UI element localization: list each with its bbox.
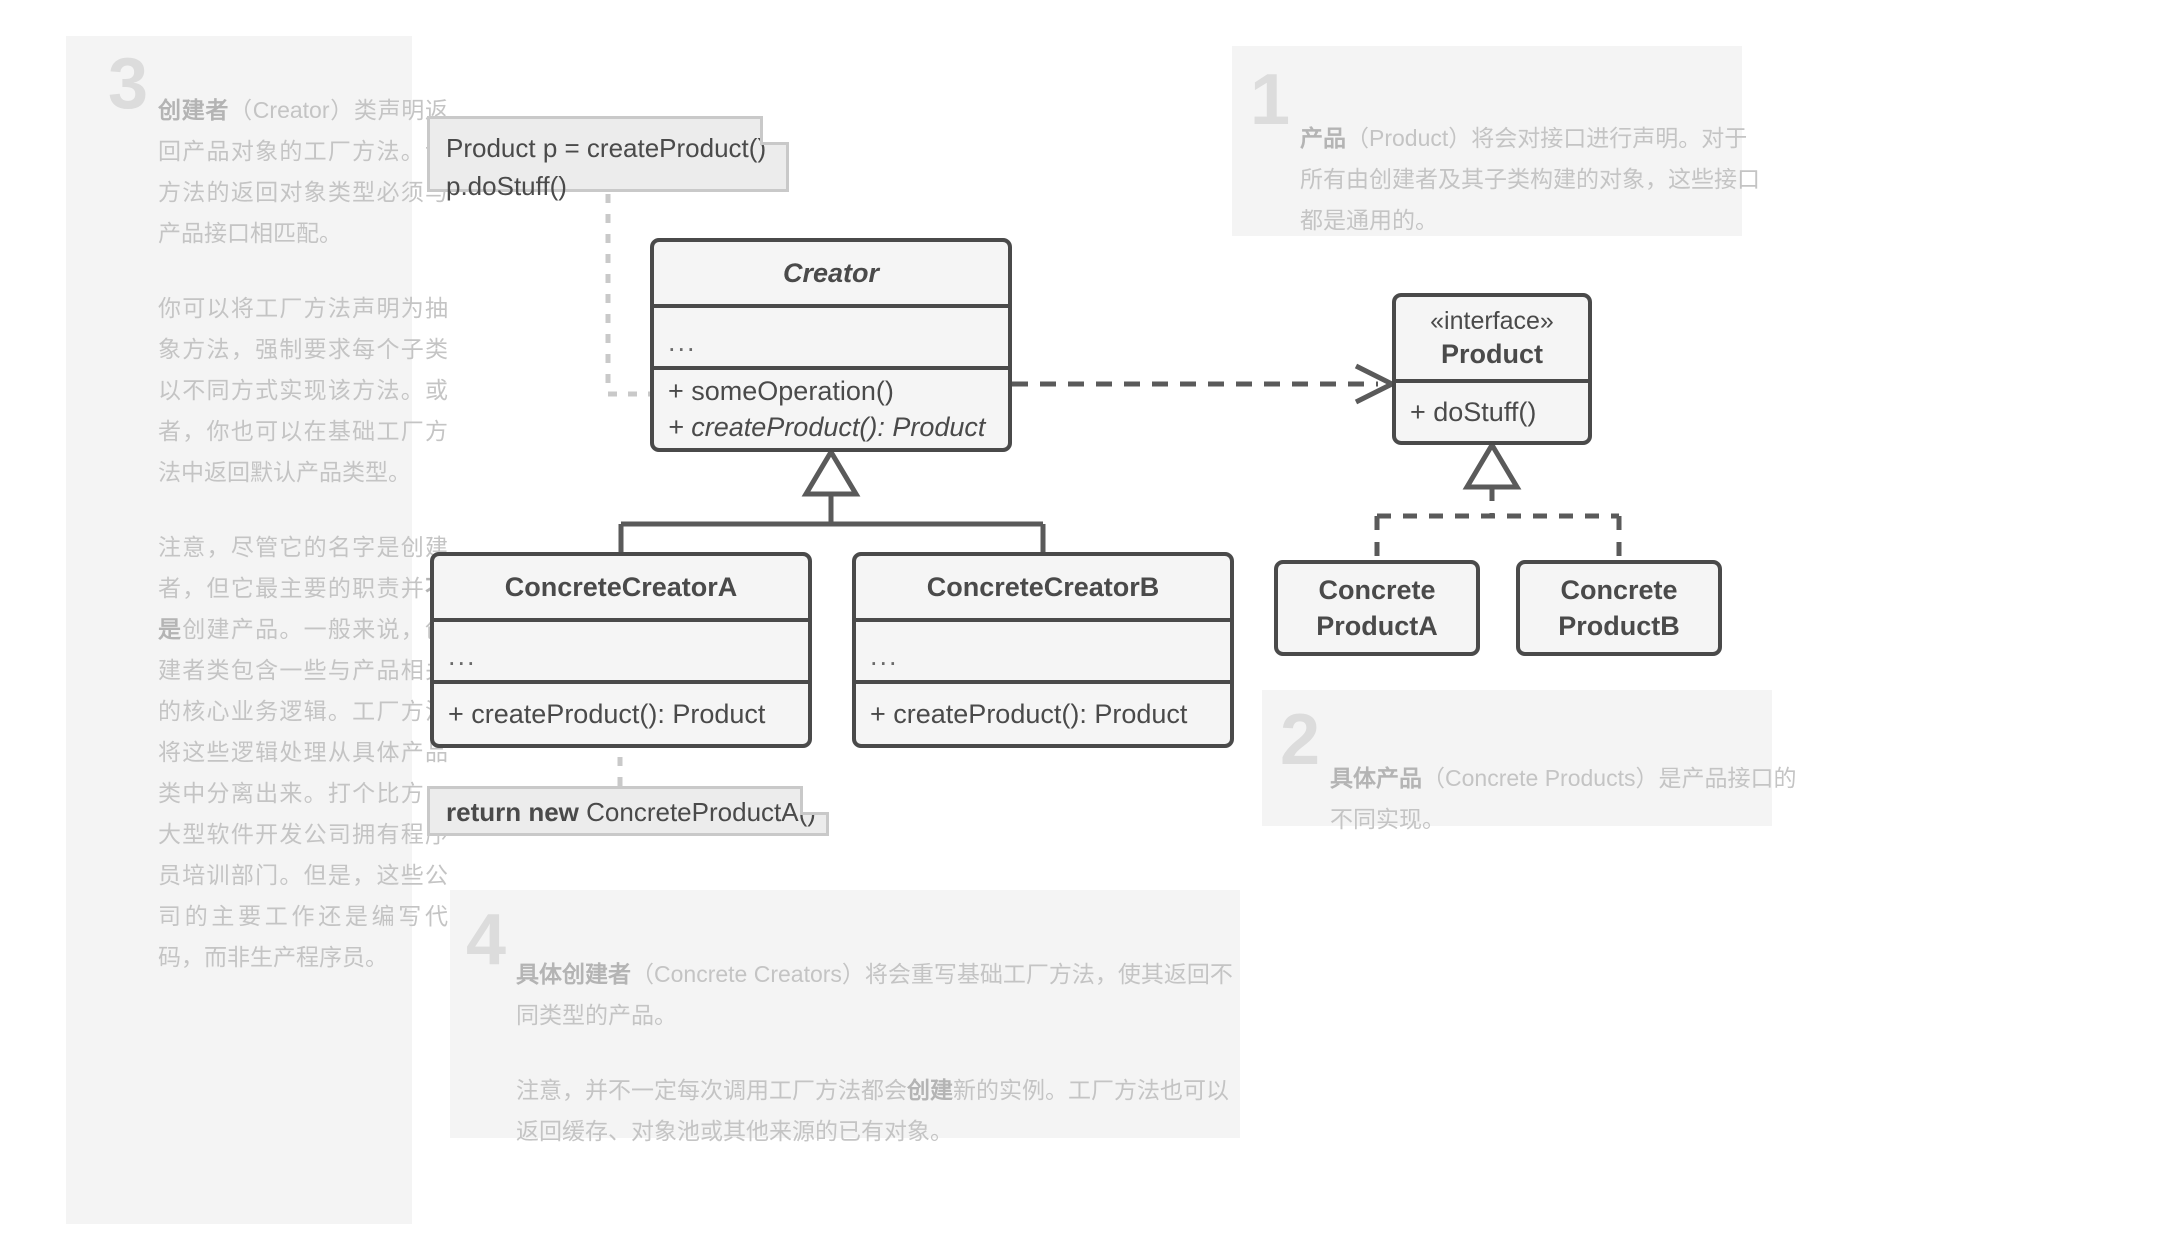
class-concrete-creator-b-title: ConcreteCreatorB bbox=[926, 571, 1160, 602]
annotation-inline-bold: 创建 bbox=[907, 1077, 953, 1103]
dependency-arrowhead bbox=[1354, 363, 1398, 405]
annotation-text-3: 创建者（Creator）类声明返回产品对象的工厂方法。该方法的返回对象类型必须与… bbox=[158, 90, 448, 978]
annotation-paragraph: 注意，尽管它的名字是创建者，但它最主要的职责并不是创建产品。一般来说，创建者类包… bbox=[158, 527, 448, 978]
class-concrete-product-b-line-2: ProductB bbox=[1558, 611, 1680, 641]
annotation-body: 注意，尽管它的名字是创建者，但它最主要的职责并不是创建产品。一般来说，创建者类包… bbox=[158, 534, 449, 970]
class-creator-method-1: + createProduct(): Product bbox=[668, 412, 986, 442]
note-return-new-product: return new ConcreteProductA() bbox=[427, 786, 829, 836]
class-concrete-product-a-title: Concrete ProductA bbox=[1278, 564, 1476, 652]
class-product-methods: + doStuff() bbox=[1396, 379, 1588, 441]
class-concrete-product-a-line-2: ProductA bbox=[1316, 611, 1438, 641]
class-creator-attributes: ... bbox=[654, 304, 1008, 366]
annotation-body: （Concrete Creators）将会重写基础工厂方法，使其返回不同类型的产… bbox=[516, 961, 1233, 1028]
class-concrete-product-a[interactable]: Concrete ProductA bbox=[1274, 560, 1480, 656]
class-creator-title: Creator bbox=[782, 257, 880, 288]
class-product-method-0: + doStuff() bbox=[1410, 397, 1537, 427]
annotation-body: 注意，并不一定每次调用工厂方法都会创建新的实例。工厂方法也可以返回缓存、对象池或… bbox=[516, 1077, 1229, 1144]
generalization-line-creator bbox=[618, 494, 1046, 552]
annotation-product: 1 产品（Product）将会对接口进行声明。对于所有由创建者及其子类构建的对象… bbox=[1232, 46, 1760, 236]
class-creator[interactable]: Creator ... + someOperation() + createPr… bbox=[650, 238, 1012, 452]
annotation-number-3: 3 bbox=[108, 44, 148, 124]
annotation-number-4: 4 bbox=[466, 900, 506, 980]
annotation-text-1: 产品（Product）将会对接口进行声明。对于所有由创建者及其子类构建的对象，这… bbox=[1300, 118, 1770, 241]
class-product-header: «interface» Product bbox=[1396, 297, 1588, 379]
class-concrete-creator-b-method-0: + createProduct(): Product bbox=[870, 699, 1188, 729]
annotation-bold-term: 具体产品 bbox=[1330, 765, 1422, 791]
class-concrete-creator-b[interactable]: ConcreteCreatorB ... + createProduct(): … bbox=[852, 552, 1234, 748]
annotation-bold-term: 具体创建者 bbox=[516, 961, 631, 987]
class-concrete-creator-b-attributes: ... bbox=[856, 618, 1230, 680]
annotation-paragraph: 具体创建者（Concrete Creators）将会重写基础工厂方法，使其返回不… bbox=[516, 954, 1236, 1036]
class-creator-method-0: + someOperation() bbox=[668, 376, 894, 406]
annotation-paragraph: 注意，并不一定每次调用工厂方法都会创建新的实例。工厂方法也可以返回缓存、对象池或… bbox=[516, 1070, 1236, 1152]
annotation-creator: 3 创建者（Creator）类声明返回产品对象的工厂方法。该方法的返回对象类型必… bbox=[66, 36, 448, 1224]
annotation-paragraph: 创建者（Creator）类声明返回产品对象的工厂方法。该方法的返回对象类型必须与… bbox=[158, 90, 448, 254]
annotation-paragraph: 你可以将工厂方法声明为抽象方法，强制要求每个子类以不同方式实现该方法。或者，你也… bbox=[158, 288, 448, 493]
class-concrete-product-b-title: Concrete ProductB bbox=[1520, 564, 1718, 652]
class-concrete-creator-a-method-0: + createProduct(): Product bbox=[448, 699, 766, 729]
class-concrete-product-a-line-1: Concrete bbox=[1318, 575, 1436, 605]
annotation-concrete-products: 2 具体产品（Concrete Products）是产品接口的不同实现。 bbox=[1262, 690, 1796, 832]
class-concrete-product-b[interactable]: Concrete ProductB bbox=[1516, 560, 1722, 656]
note-keyword: return new bbox=[446, 797, 579, 827]
annotation-number-2: 2 bbox=[1280, 700, 1320, 780]
class-product-stereotype: «interface» bbox=[1430, 307, 1554, 335]
class-concrete-creator-a-methods: + createProduct(): Product bbox=[434, 680, 808, 744]
note-creator-usage: Product p = createProduct() p.doStuff() bbox=[427, 116, 789, 201]
note-connector-creator bbox=[605, 194, 650, 397]
annotation-inline-bold: 不是 bbox=[158, 575, 448, 642]
annotation-text-2: 具体产品（Concrete Products）是产品接口的不同实现。 bbox=[1330, 758, 1800, 840]
annotation-text-4: 具体创建者（Concrete Creators）将会重写基础工厂方法，使其返回不… bbox=[516, 954, 1236, 1152]
annotation-paragraph: 具体产品（Concrete Products）是产品接口的不同实现。 bbox=[1330, 758, 1800, 840]
class-product-interface[interactable]: «interface» Product + doStuff() bbox=[1392, 293, 1592, 445]
class-concrete-creator-a-title: ConcreteCreatorA bbox=[504, 571, 738, 602]
annotation-body: （Creator）类声明返回产品对象的工厂方法。该方法的返回对象类型必须与产品接… bbox=[158, 97, 449, 246]
class-concrete-creator-b-methods: + createProduct(): Product bbox=[856, 680, 1230, 744]
annotation-number-1: 1 bbox=[1250, 60, 1290, 140]
annotation-bold-term: 创建者 bbox=[158, 97, 230, 123]
note-fold-corner-icon bbox=[800, 786, 829, 815]
annotation-concrete-creators: 4 具体创建者（Concrete Creators）将会重写基础工厂方法，使其返… bbox=[450, 890, 1240, 1144]
class-product-title: Product bbox=[1440, 339, 1543, 369]
realization-triangle-product bbox=[1462, 440, 1522, 490]
note-expression: ConcreteProductA() bbox=[578, 797, 816, 827]
annotation-paragraph: 产品（Product）将会对接口进行声明。对于所有由创建者及其子类构建的对象，这… bbox=[1300, 118, 1770, 241]
note-fold-corner-icon bbox=[760, 116, 789, 145]
annotation-body: （Product）将会对接口进行声明。对于所有由创建者及其子类构建的对象，这些接… bbox=[1300, 125, 1760, 233]
generalization-triangle-creator bbox=[801, 447, 861, 497]
class-creator-methods: + someOperation() + createProduct(): Pro… bbox=[654, 366, 1008, 448]
note-line-2: p.doStuff() bbox=[446, 171, 567, 201]
annotation-body: （Concrete Products）是产品接口的不同实现。 bbox=[1330, 765, 1797, 832]
class-concrete-product-b-line-1: Concrete bbox=[1560, 575, 1678, 605]
note-line-1: Product p = createProduct() bbox=[446, 133, 767, 163]
class-concrete-creator-a-attributes: ... bbox=[434, 618, 808, 680]
annotation-bold-term: 产品 bbox=[1300, 125, 1346, 151]
annotation-body: 你可以将工厂方法声明为抽象方法，强制要求每个子类以不同方式实现该方法。或者，你也… bbox=[158, 295, 448, 485]
class-concrete-creator-a[interactable]: ConcreteCreatorA ... + createProduct(): … bbox=[430, 552, 812, 748]
